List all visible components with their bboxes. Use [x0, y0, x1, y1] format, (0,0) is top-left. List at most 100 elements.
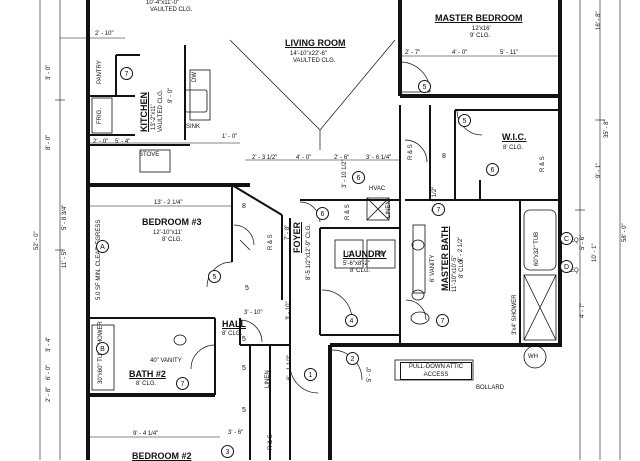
dim-52-0: 52' - 0": [34, 231, 40, 250]
tag-5-hall-1: 5: [208, 270, 221, 283]
bollard-label: BOLLARD: [476, 385, 505, 391]
kitchen-title: KITCHEN: [139, 92, 149, 132]
tag-3-closet: 3: [221, 445, 234, 458]
dim-5-4: 5' - 4": [115, 139, 131, 145]
tag-6-foyer: 6: [316, 207, 329, 220]
bedroom3-title: BEDROOM #3: [142, 217, 202, 227]
living-room-title: LIVING ROOM: [285, 38, 346, 48]
dim-6-0: 6' - 0": [46, 364, 52, 380]
dim-13-2: 13' - 2 1/4": [154, 200, 183, 206]
dim-58-0-right: 58' - 0": [622, 223, 628, 242]
dim-5-11: 5' - 11": [500, 50, 519, 56]
dim-2-0: 2' - 0": [93, 139, 109, 145]
door-swings: [190, 61, 483, 394]
tag-5-bath: 5: [458, 114, 471, 127]
rs-label-1: R & S: [345, 204, 351, 220]
dim-8-0: 8' - 0": [46, 134, 52, 150]
hex-8-bed3: 8: [242, 203, 246, 210]
foyer-title: FOYER: [292, 221, 302, 253]
tag-7-master-bath: 7: [436, 314, 449, 327]
master-bedroom-ceiling: 9' CLG.: [470, 33, 491, 39]
dim-3-10b: 3' - 10": [286, 301, 292, 320]
tag-7-bath2: 7: [176, 377, 189, 390]
egress-label: 5.0 SF MIN. CLEAR EGRESS: [96, 219, 102, 300]
rs-label-3: R & S: [268, 234, 274, 250]
stove-label: STOVE: [139, 152, 160, 158]
tub-label: 60"x32" TUB: [534, 231, 540, 266]
rs-label-4: R & S: [540, 156, 546, 172]
dim-2-7: 2' - 7": [405, 50, 421, 56]
dim-5-6: 5' - 6": [580, 234, 586, 250]
wh-label: WH: [528, 354, 538, 360]
laundry-title: LAUNDRY: [343, 249, 387, 259]
foyer-size: 8'-5 1/2"x12'-9" CLG.: [306, 224, 312, 280]
dim-5-8: 5' - 8 3/4": [62, 204, 68, 230]
tag-5-master: 5: [418, 80, 431, 93]
laundry-size: 5'-6"x8'-2": [343, 261, 370, 267]
bedroom3-ceiling: 8' CLG.: [162, 237, 183, 243]
dim-4-0: 4' - 0": [452, 50, 468, 56]
hex-5-hall-2: 5: [242, 336, 246, 343]
dim-3-6q: 3' - 6 1/4": [366, 155, 392, 161]
kitchen-size: 13'-2"x11': [151, 104, 157, 130]
dim-2-8: 2' - 8": [46, 386, 52, 402]
bottom-room-title: BEDROOM #2: [132, 451, 192, 461]
tag-7-pantry: 7: [120, 67, 133, 80]
top-room-size: 10'-4"x11'-0": [146, 0, 180, 6]
dim-3-6: 3' - 6": [228, 430, 244, 436]
rs-label-2: R & S: [408, 144, 414, 160]
top-room-ceiling: VAULTED CLG.: [150, 7, 193, 13]
wic-ceiling: 8' CLG.: [503, 145, 524, 151]
dim-9-4: 9' - 4 1/4": [133, 431, 159, 437]
dryer-label: D: [347, 252, 352, 258]
dim-3-10-half: 3' - 10 1/2": [342, 159, 348, 188]
dim-7-8: 7' - 8": [285, 224, 291, 240]
dw-label: DW: [192, 72, 198, 82]
tag-c-window: C: [560, 232, 573, 245]
attic-access-box: PULL-DOWN ATTIC ACCESS: [400, 362, 472, 380]
tag-b-window: B: [96, 342, 109, 355]
vanity6-label: 6' VANITY: [430, 254, 436, 282]
eq-label-2: EQ: [570, 268, 579, 274]
frig-label: FRIG.: [97, 108, 103, 124]
vanity40-label: 40" VANITY: [150, 358, 182, 364]
linen-label-2: LINEN: [265, 370, 271, 388]
hall-ceiling: 8' CLG.: [222, 331, 243, 337]
vault-lines: [229, 39, 396, 150]
dim-9-0: 9' - 0": [168, 87, 174, 103]
dim-9-2: 9' - 2 1/2": [458, 236, 464, 262]
laundry-ceiling: 8' CLG.: [350, 268, 371, 274]
tag-a-window: A: [96, 240, 109, 253]
dimension-lines: [39, 0, 621, 460]
living-room-ceiling: VAULTED CLG.: [293, 58, 336, 64]
pantry-label: PANTRY: [97, 60, 103, 84]
master-bath-title: MASTER BATH: [440, 226, 450, 291]
tag-1-door: 1: [304, 368, 317, 381]
dim-3-10c: 3' - 10": [244, 310, 263, 316]
dim-2-6: 2' - 6": [334, 155, 350, 161]
kitchen-ceiling: VAULTED CLG.: [158, 89, 164, 132]
dim-4-0b: 4' - 0": [296, 155, 312, 161]
eq-label-1: EQ: [570, 238, 579, 244]
dim-3-0: 3' - 0": [46, 64, 52, 80]
dim-16-8: 16' - 8": [596, 11, 602, 30]
living-room-size: 14'-10"x22'-6": [290, 51, 327, 57]
dim-11-5: 11' - 5": [62, 249, 68, 268]
tag-6-wic: 6: [486, 163, 499, 176]
dim-35-8: 35' - 8": [604, 119, 610, 138]
bath2-title: BATH #2: [129, 369, 166, 379]
tag-2-entry: 2: [346, 352, 359, 365]
tag-6-hvac: 6: [352, 171, 365, 184]
hex-5-lower: 5: [242, 407, 246, 414]
master-bedroom-title: MASTER BEDROOM: [435, 13, 523, 23]
hall-title: HALL: [222, 319, 246, 329]
fixtures-drawing: [91, 69, 557, 391]
dim-2-3: 2' - 3 1/2": [252, 155, 278, 161]
rs-label-5: R & S: [268, 434, 274, 450]
wic-title: W.I.C.: [502, 132, 527, 142]
dim-2-10: 2' - 10": [95, 31, 114, 37]
tag-7-linen: 7: [432, 203, 445, 216]
hex-5-bath2: 5: [245, 285, 249, 292]
master-bedroom-size: 12'x16': [472, 26, 491, 32]
hvac-label: HVAC: [369, 186, 386, 192]
